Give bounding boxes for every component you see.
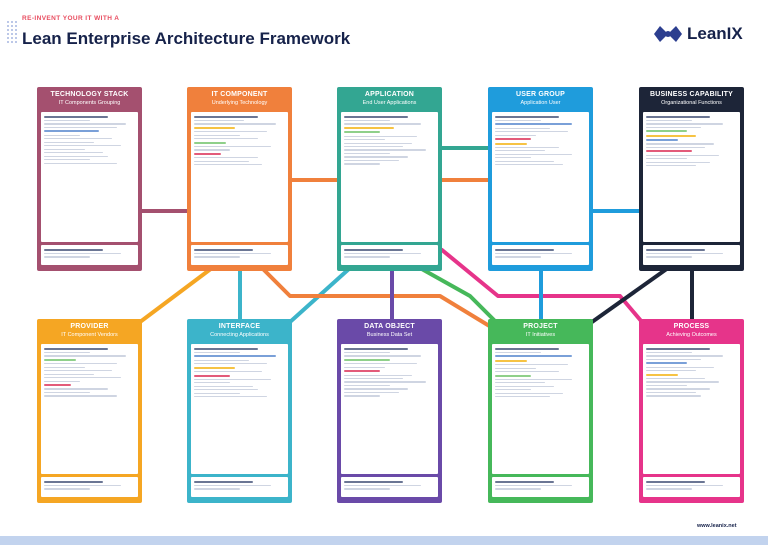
card-title: PROCESS [673, 323, 710, 330]
connector-application-process [440, 248, 644, 324]
card-data-object[interactable]: DATA OBJECT Business Data Set [337, 319, 442, 503]
fact-sheet-preview [341, 344, 438, 474]
header-eyebrow: RE-INVENT YOUR IT WITH A [22, 15, 120, 22]
card-subtitle: Achieving Outcomes [666, 332, 717, 338]
fact-sheet-preview [643, 344, 740, 474]
card-subtitle: Connecting Applications [210, 332, 269, 338]
card-subtitle: End User Applications [362, 100, 417, 106]
card-subtitle: IT Components Grouping [58, 100, 121, 106]
connector-itcomponent-dataobject [260, 266, 498, 332]
fact-sheet-preview [191, 112, 288, 242]
card-technology-stack[interactable]: TECHNOLOGY STACK IT Components Grouping [37, 87, 142, 271]
decorative-dot-grid [6, 20, 18, 44]
card-subtitle: Business Data Set [366, 332, 413, 338]
card-header: USER GROUP Application User [488, 87, 593, 113]
card-project[interactable]: PROJECT IT Initiatives [488, 319, 593, 503]
fact-sheet-mini [643, 245, 740, 265]
card-interface[interactable]: INTERFACE Connecting Applications [187, 319, 292, 503]
card-user-group[interactable]: USER GROUP Application User [488, 87, 593, 271]
card-title: USER GROUP [515, 91, 566, 98]
card-subtitle: IT Component Vendors [61, 332, 118, 338]
connector-itcomponent-provider [138, 266, 214, 324]
fact-sheet-mini [191, 477, 288, 497]
card-subtitle: Organizational Functions [661, 100, 722, 106]
fact-sheet-preview [341, 112, 438, 242]
connector-application-project [418, 266, 498, 324]
card-header: IT COMPONENT Underlying Technology [187, 87, 292, 113]
card-header: PROJECT IT Initiatives [488, 319, 593, 345]
bottom-bar [0, 536, 768, 545]
card-title: PROJECT [523, 323, 558, 330]
fact-sheet-mini [492, 477, 589, 497]
card-title: APPLICATION [364, 91, 415, 98]
card-header: PROCESS Achieving Outcomes [639, 319, 744, 345]
card-provider[interactable]: PROVIDER IT Component Vendors [37, 319, 142, 503]
leanix-logo[interactable]: LeanIX [653, 24, 743, 44]
card-header: APPLICATION End User Applications [337, 87, 442, 113]
card-header: BUSINESS CAPABILITY Organizational Funct… [639, 87, 744, 113]
fact-sheet-preview [643, 112, 740, 242]
card-header: TECHNOLOGY STACK IT Components Grouping [37, 87, 142, 113]
connector-capability-project [590, 266, 670, 324]
card-business-capability[interactable]: BUSINESS CAPABILITY Organizational Funct… [639, 87, 744, 271]
card-title: TECHNOLOGY STACK [50, 91, 129, 98]
card-subtitle: Application User [520, 100, 561, 106]
card-title: INTERFACE [218, 323, 261, 330]
fact-sheet-preview [191, 344, 288, 474]
fact-sheet-mini [191, 245, 288, 265]
fact-sheet-preview [492, 112, 589, 242]
card-title: IT COMPONENT [211, 91, 268, 98]
fact-sheet-mini [492, 245, 589, 265]
fact-sheet-mini [643, 477, 740, 497]
fact-sheet-preview [492, 344, 589, 474]
page-title: Lean Enterprise Architecture Framework [22, 29, 351, 48]
website-link[interactable]: www.leanix.net [697, 523, 737, 529]
fact-sheet-mini [341, 245, 438, 265]
card-process[interactable]: PROCESS Achieving Outcomes [639, 319, 744, 503]
card-title: BUSINESS CAPABILITY [649, 91, 733, 98]
card-title: PROVIDER [70, 323, 109, 330]
card-subtitle: Underlying Technology [211, 100, 268, 106]
fact-sheet-mini [341, 477, 438, 497]
logo-text: LeanIX [687, 24, 743, 43]
fact-sheet-mini [41, 477, 138, 497]
card-subtitle: IT Initiatives [525, 332, 556, 338]
card-application[interactable]: APPLICATION End User Applications [337, 87, 442, 271]
card-header: INTERFACE Connecting Applications [187, 319, 292, 345]
fact-sheet-mini [41, 245, 138, 265]
card-header: PROVIDER IT Component Vendors [37, 319, 142, 345]
card-header: DATA OBJECT Business Data Set [337, 319, 442, 345]
fact-sheet-preview [41, 112, 138, 242]
fact-sheet-preview [41, 344, 138, 474]
leanix-logo-icon [654, 26, 682, 42]
card-it-component[interactable]: IT COMPONENT Underlying Technology [187, 87, 292, 271]
card-title: DATA OBJECT [364, 323, 415, 330]
